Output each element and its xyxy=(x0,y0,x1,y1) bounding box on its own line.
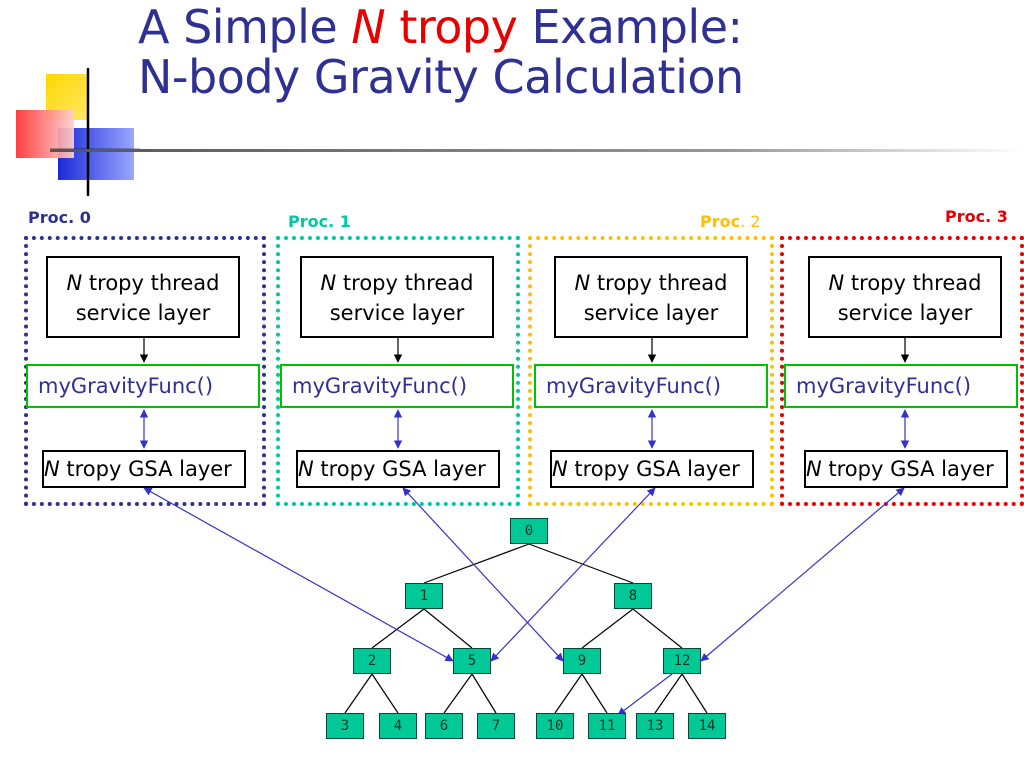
tree-node-0: 0 xyxy=(510,518,548,544)
tree-node-13: 13 xyxy=(636,713,674,739)
service-n-0: N xyxy=(66,271,83,295)
thread-service-layer-2: N tropy thread service layer xyxy=(554,256,748,338)
gsa-n-1: N xyxy=(298,457,314,481)
service-rest-2: tropy thread xyxy=(590,271,728,295)
remote-link-12-11 xyxy=(617,673,673,716)
gravity-func-3: myGravityFunc() xyxy=(784,364,1018,408)
gsa-n-0: N xyxy=(44,457,60,481)
tree-edge-2-4 xyxy=(371,673,399,714)
tree-node-3: 3 xyxy=(326,713,364,739)
gsa-rest-1: tropy GSA layer xyxy=(313,457,486,481)
thread-service-layer-0: N tropy thread service layer xyxy=(46,256,240,338)
gsa-layer-3: N tropy GSA layer xyxy=(804,450,1008,488)
remote-link-proc2-5 xyxy=(490,487,656,662)
tree-edge-12-13 xyxy=(654,673,683,714)
tree-node-10: 10 xyxy=(536,713,574,739)
gsa-n-3: N xyxy=(806,457,822,481)
title-prefix: A Simple xyxy=(138,0,352,54)
remote-link-proc1-9 xyxy=(402,487,564,662)
gsa-rest-2: tropy GSA layer xyxy=(567,457,740,481)
service-line2-0: service layer xyxy=(75,301,211,325)
tree-node-9: 9 xyxy=(563,648,601,674)
tree-edge-8-9 xyxy=(581,608,634,649)
tree-node-4: 4 xyxy=(379,713,417,739)
gsa-layer-0: N tropy GSA layer xyxy=(42,450,246,488)
proc-label-2-bold: Proc xyxy=(700,212,741,231)
gravity-func-0: myGravityFunc() xyxy=(26,364,260,408)
tree-node-7: 7 xyxy=(477,713,515,739)
gsa-layer-2: N tropy GSA layer xyxy=(550,450,754,488)
title-n: N xyxy=(351,0,386,54)
tree-edge-0-1 xyxy=(423,543,530,584)
tree-edge-5-6 xyxy=(443,673,473,714)
thread-service-layer-1: N tropy thread service layer xyxy=(300,256,494,338)
service-rest-3: tropy thread xyxy=(844,271,982,295)
service-n-2: N xyxy=(574,271,591,295)
tree-edge-5-7 xyxy=(471,673,497,714)
tree-node-2: 2 xyxy=(353,648,391,674)
tree-edge-9-11 xyxy=(581,673,608,714)
title-suffix: Example: xyxy=(517,0,743,54)
gsa-rest-0: tropy GSA layer xyxy=(59,457,232,481)
title-underline xyxy=(50,149,1024,152)
slide-title: A Simple N tropy Example: N-body Gravity… xyxy=(138,2,744,102)
remote-link-proc0-5 xyxy=(143,487,454,662)
service-line2-2: service layer xyxy=(583,301,719,325)
tree-node-5: 5 xyxy=(453,648,491,674)
gsa-layer-1: N tropy GSA layer xyxy=(296,450,500,488)
service-line2-1: service layer xyxy=(329,301,465,325)
tree-node-14: 14 xyxy=(688,713,726,739)
tree-node-12: 12 xyxy=(663,648,701,674)
title-line2: N-body Gravity Calculation xyxy=(138,50,744,104)
remote-link-proc3-12 xyxy=(700,487,905,662)
service-n-1: N xyxy=(320,271,337,295)
gsa-n-2: N xyxy=(552,457,568,481)
title-tropy: tropy xyxy=(385,0,518,54)
proc-label-2: Proc. 2 xyxy=(700,212,760,231)
proc-label-3: Proc. 3 xyxy=(945,207,1008,226)
proc-label-2-plain: . 2 xyxy=(740,212,761,231)
thread-service-layer-3: N tropy thread service layer xyxy=(808,256,1002,338)
gravity-func-2: myGravityFunc() xyxy=(534,364,768,408)
tree-node-8: 8 xyxy=(614,583,652,609)
proc-label-1: Proc. 1 xyxy=(288,212,351,231)
tree-edge-8-12 xyxy=(632,608,683,649)
service-rest-1: tropy thread xyxy=(336,271,474,295)
tree-edge-1-2 xyxy=(371,608,425,649)
tree-node-1: 1 xyxy=(405,583,443,609)
service-n-3: N xyxy=(828,271,845,295)
tree-node-6: 6 xyxy=(425,713,463,739)
proc-label-0: Proc. 0 xyxy=(28,208,91,227)
tree-node-11: 11 xyxy=(588,713,626,739)
tree-edge-1-5 xyxy=(423,608,473,649)
gravity-func-1: myGravityFunc() xyxy=(280,364,514,408)
gsa-rest-3: tropy GSA layer xyxy=(821,457,994,481)
tree-edge-12-14 xyxy=(681,673,708,714)
tree-edge-9-10 xyxy=(554,673,583,714)
tree-edge-0-8 xyxy=(528,543,634,584)
service-rest-0: tropy thread xyxy=(82,271,220,295)
tree-edge-2-3 xyxy=(344,673,373,714)
service-line2-3: service layer xyxy=(837,301,973,325)
